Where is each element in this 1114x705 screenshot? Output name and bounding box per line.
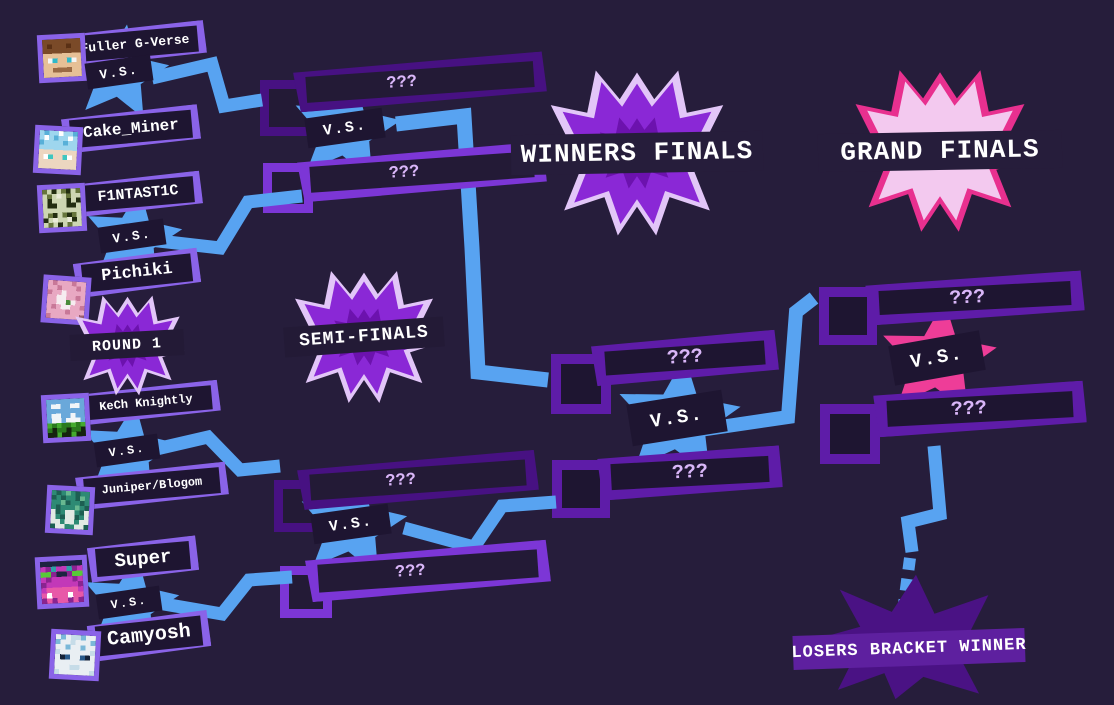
player-name: ??? xyxy=(671,460,709,486)
badge-round-1: ROUND 1 xyxy=(69,288,185,403)
player-name: ??? xyxy=(394,561,427,583)
vs-label: V.S. xyxy=(908,342,966,374)
slot-plate-inner: ??? xyxy=(610,456,769,490)
badge-banner: WINNERS FINALS xyxy=(510,130,764,176)
bracket-connector xyxy=(402,495,557,555)
avatar-kech xyxy=(40,392,92,444)
player-name: ??? xyxy=(388,162,421,184)
vs-label: V.S. xyxy=(328,512,374,536)
player-name: Pichiki xyxy=(100,259,174,287)
player-name: F1NTAST1C xyxy=(96,182,180,206)
avatar-fuller xyxy=(36,32,88,84)
badge-label: LOSERS BRACKET WINNER xyxy=(790,635,1027,663)
player-name: Camyosh xyxy=(106,620,192,652)
player-plate-inner: Super xyxy=(95,541,191,577)
bracket-connector xyxy=(150,56,264,114)
avatar-pixel-art xyxy=(42,188,82,228)
avatar-juniper xyxy=(44,484,96,536)
avatar-pixel-art xyxy=(53,633,97,677)
bracket-connector xyxy=(150,570,293,622)
bracket-connector xyxy=(900,445,947,553)
avatar-pixel-art xyxy=(39,559,85,605)
player-name: ??? xyxy=(948,285,986,311)
avatar-pixel-art xyxy=(50,490,90,530)
badge-grand-finals: GRAND FINALS xyxy=(817,58,1063,244)
badge-label: ROUND 1 xyxy=(91,334,163,356)
bracket-connector xyxy=(149,189,303,255)
vs-label: V.S. xyxy=(98,61,140,83)
slot-plate-inner: ??? xyxy=(879,281,1072,315)
player-name: Super xyxy=(113,545,173,573)
avatar-pixel-art xyxy=(42,38,82,78)
badge-semi-finals: SEMI-FINALS xyxy=(283,261,445,413)
player-name: ??? xyxy=(950,397,988,423)
badge-label: WINNERS FINALS xyxy=(520,135,754,171)
bracket-connector xyxy=(150,429,281,477)
bracket-connector xyxy=(395,107,549,388)
slot-plate-inner: ??? xyxy=(886,391,1073,427)
avatar-placeholder xyxy=(820,404,880,464)
avatar-pixel-art xyxy=(38,130,78,170)
slot-plate-inner: ??? xyxy=(604,340,765,375)
player-name: ??? xyxy=(385,72,418,94)
vs-label: V.S. xyxy=(648,402,706,434)
bracket-connector xyxy=(898,557,916,605)
badge-label: GRAND FINALS xyxy=(840,134,1040,168)
vs-label: V.S. xyxy=(322,116,368,140)
avatar-super xyxy=(34,554,90,610)
badge-losers-bracket-winner: LOSERS BRACKET WINNER xyxy=(791,571,1026,701)
avatar-camyosh xyxy=(48,628,102,682)
avatar-pixel-art xyxy=(46,398,86,438)
player-name: Cake_Miner xyxy=(82,115,180,143)
vs-label: V.S. xyxy=(107,440,147,460)
avatar-f1n xyxy=(36,182,88,234)
player-name: ??? xyxy=(666,345,704,371)
avatar-cake xyxy=(32,124,84,176)
bracket-connector xyxy=(698,292,819,437)
player-name: Juniper/Blogom xyxy=(101,474,203,498)
vs-label: V.S. xyxy=(109,592,149,612)
badge-winners-finals: WINNERS FINALS xyxy=(510,58,764,248)
badge-label: SEMI-FINALS xyxy=(298,322,430,352)
player-name: ??? xyxy=(384,470,417,492)
player-name: Fuller G-Verse xyxy=(79,31,191,57)
vs-label: V.S. xyxy=(111,225,153,247)
badge-banner: GRAND FINALS xyxy=(817,129,1063,173)
